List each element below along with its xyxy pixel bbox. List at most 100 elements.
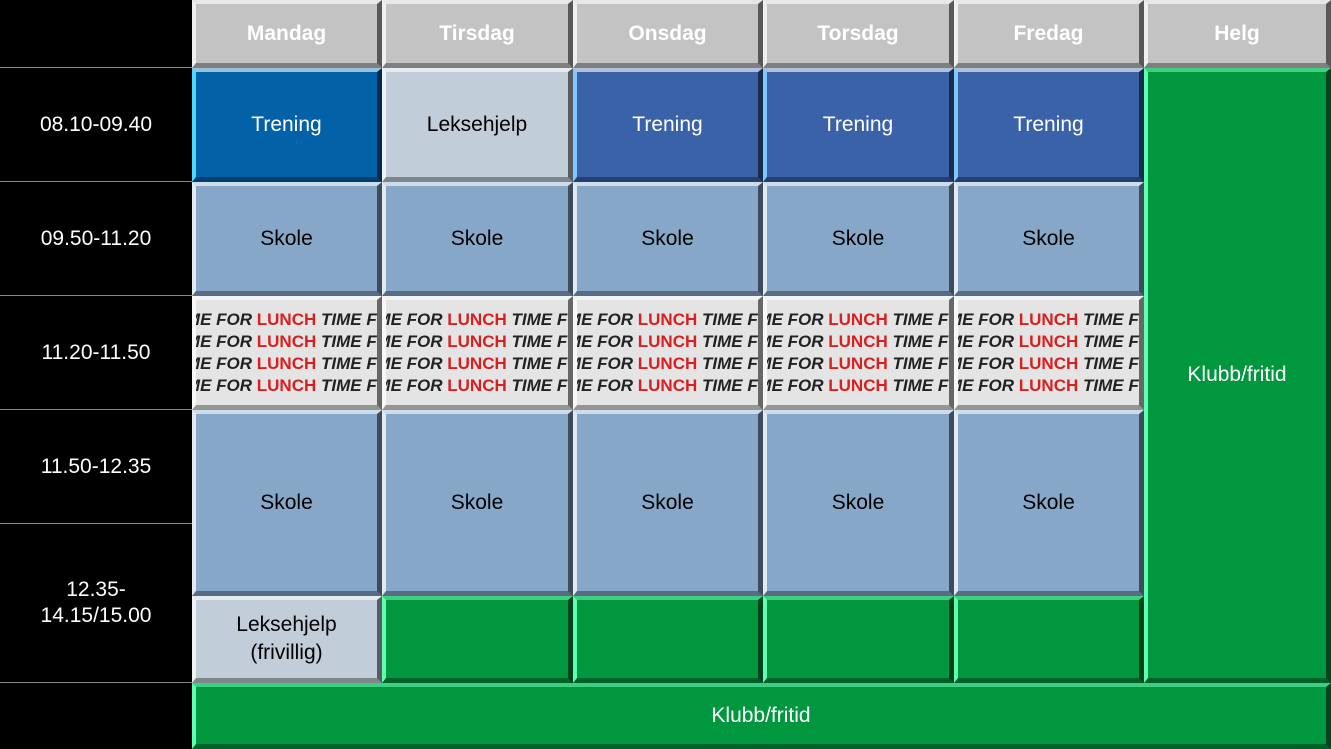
- lunch-text: LUNCH: [256, 331, 317, 351]
- lunch-text: TIME FOR: [511, 375, 568, 395]
- day-header-mandag: Mandag: [192, 0, 382, 68]
- activity-cell: Trening: [954, 68, 1144, 182]
- lunch-text: LUNCH: [637, 331, 698, 351]
- lunch-pattern-row: TIME FOR LUNCH TIME FOR: [196, 309, 377, 331]
- lunch-text: LUNCH: [637, 375, 698, 395]
- lunch-text: LUNCH: [447, 331, 507, 351]
- lunch-text: LUNCH: [1018, 309, 1079, 329]
- lunch-text: TIME FOR: [958, 331, 1015, 351]
- lunch-text: TIME FOR: [196, 353, 253, 373]
- lunch-text: LUNCH: [637, 309, 698, 329]
- lunch-text: TIME FOR: [958, 375, 1015, 395]
- activity-cell: Trening: [573, 68, 763, 182]
- lunch-text: TIME FOR: [196, 375, 253, 395]
- lunch-text: TIME FOR: [958, 309, 1015, 329]
- fritid-cell: [382, 596, 573, 683]
- lunch-text: TIME FOR: [1082, 375, 1139, 395]
- corner-cell: [0, 0, 192, 68]
- lunch-text: TIME FOR: [386, 375, 443, 395]
- school-cell: Skole: [573, 410, 763, 596]
- lunch-pattern-row: TIME FOR LUNCH TIME FOR: [386, 375, 568, 397]
- lunch-pattern-row: TIME FOR LUNCH TIME FOR: [958, 309, 1139, 331]
- optional-homework-cell: Leksehjelp (frivillig): [192, 596, 382, 683]
- lunch-text: TIME FOR: [701, 331, 758, 351]
- time-label: 12.35- 14.15/15.00: [0, 524, 192, 683]
- school-cell: Skole: [192, 410, 382, 596]
- lunch-pattern-row: TIME FOR LUNCH TIME FOR: [386, 309, 568, 331]
- lunch-text: TIME FOR: [320, 331, 377, 351]
- lunch-image: TIME FOR LUNCH TIME FORTIME FOR LUNCH TI…: [954, 296, 1144, 410]
- school-cell: Skole: [954, 182, 1144, 296]
- lunch-text: TIME FOR: [320, 375, 377, 395]
- lunch-pattern-row: TIME FOR LUNCH TIME FOR: [767, 353, 949, 375]
- lunch-image: TIME FOR LUNCH TIME FORTIME FOR LUNCH TI…: [382, 296, 573, 410]
- lunch-text: LUNCH: [1018, 353, 1079, 373]
- lunch-text: TIME FOR: [958, 353, 1015, 373]
- lunch-text: TIME FOR: [767, 375, 824, 395]
- lunch-text: LUNCH: [256, 375, 317, 395]
- lunch-image: TIME FOR LUNCH TIME FORTIME FOR LUNCH TI…: [192, 296, 382, 410]
- lunch-text: TIME FOR: [767, 309, 824, 329]
- day-header-fredag: Fredag: [954, 0, 1144, 68]
- lunch-text: TIME FOR: [767, 353, 824, 373]
- time-label: 11.50-12.35: [0, 410, 192, 524]
- lunch-text: TIME FOR: [767, 331, 824, 351]
- lunch-text: LUNCH: [256, 353, 317, 373]
- fritid-cell: [954, 596, 1144, 683]
- time-label: 09.50-11.20: [0, 182, 192, 296]
- lunch-pattern-row: TIME FOR LUNCH TIME FOR: [958, 353, 1139, 375]
- fritid-cell: [763, 596, 954, 683]
- lunch-pattern-row: TIME FOR LUNCH TIME FOR: [577, 353, 758, 375]
- school-cell: Skole: [763, 182, 954, 296]
- activity-cell: Trening: [192, 68, 382, 182]
- lunch-text: TIME FOR: [386, 353, 443, 373]
- school-cell: Skole: [573, 182, 763, 296]
- fritid-cell: [573, 596, 763, 683]
- lunch-text: LUNCH: [256, 309, 317, 329]
- lunch-text: TIME FOR: [701, 353, 758, 373]
- lunch-text: TIME FOR: [892, 309, 949, 329]
- lunch-text: TIME FOR: [701, 309, 758, 329]
- lunch-text: TIME FOR: [196, 331, 253, 351]
- lunch-text: TIME FOR: [386, 309, 443, 329]
- lunch-pattern-row: TIME FOR LUNCH TIME FOR: [577, 331, 758, 353]
- lunch-text: TIME FOR: [511, 309, 568, 329]
- lunch-text: TIME FOR: [892, 353, 949, 373]
- lunch-text: TIME FOR: [196, 309, 253, 329]
- lunch-text: TIME FOR: [577, 331, 634, 351]
- lunch-text: TIME FOR: [511, 353, 568, 373]
- lunch-text: LUNCH: [447, 309, 507, 329]
- lunch-pattern-row: TIME FOR LUNCH TIME FOR: [767, 375, 949, 397]
- lunch-text: LUNCH: [447, 353, 507, 373]
- time-label: 08.10-09.40: [0, 68, 192, 182]
- lunch-text: LUNCH: [447, 375, 507, 395]
- lunch-text: TIME FOR: [386, 331, 443, 351]
- lunch-pattern-row: TIME FOR LUNCH TIME FOR: [386, 331, 568, 353]
- lunch-text: TIME FOR: [511, 331, 568, 351]
- lunch-text: TIME FOR: [892, 375, 949, 395]
- lunch-text: LUNCH: [828, 353, 888, 373]
- lunch-text: LUNCH: [1018, 375, 1079, 395]
- lunch-text: TIME FOR: [1082, 309, 1139, 329]
- lunch-pattern-row: TIME FOR LUNCH TIME FOR: [958, 375, 1139, 397]
- lunch-text: TIME FOR: [577, 353, 634, 373]
- lunch-text: TIME FOR: [892, 331, 949, 351]
- lunch-pattern-row: TIME FOR LUNCH TIME FOR: [767, 309, 949, 331]
- lunch-pattern-row: TIME FOR LUNCH TIME FOR: [196, 375, 377, 397]
- school-cell: Skole: [954, 410, 1144, 596]
- day-header-torsdag: Torsdag: [763, 0, 954, 68]
- lunch-text: TIME FOR: [1082, 331, 1139, 351]
- weekend-cell: Klubb/fritid: [1144, 68, 1331, 683]
- lunch-pattern-row: TIME FOR LUNCH TIME FOR: [958, 331, 1139, 353]
- lunch-pattern-row: TIME FOR LUNCH TIME FOR: [196, 331, 377, 353]
- lunch-text: TIME FOR: [320, 309, 377, 329]
- lunch-text: LUNCH: [828, 309, 888, 329]
- lunch-text: LUNCH: [828, 331, 888, 351]
- lunch-text: TIME FOR: [577, 309, 634, 329]
- lunch-text: TIME FOR: [701, 375, 758, 395]
- empty-label: [0, 683, 192, 749]
- lunch-pattern-row: TIME FOR LUNCH TIME FOR: [196, 353, 377, 375]
- school-cell: Skole: [382, 410, 573, 596]
- lunch-text: LUNCH: [637, 353, 698, 373]
- time-label: 11.20-11.50: [0, 296, 192, 410]
